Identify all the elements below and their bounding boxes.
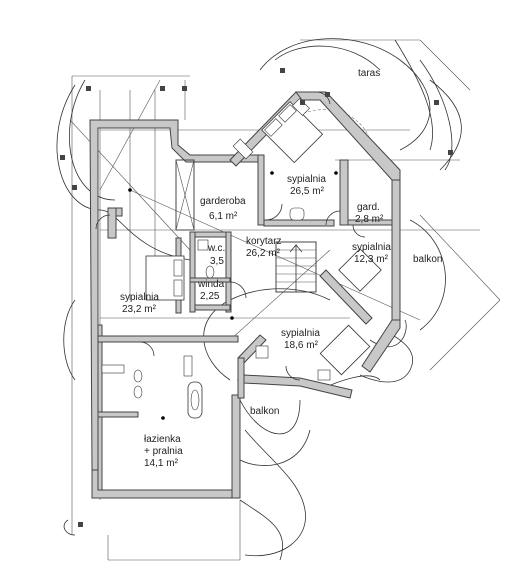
staircase [275, 241, 317, 293]
room-wc-name: w.c. [207, 243, 225, 254]
curves [56, 38, 462, 561]
room-sypialnia-right-name: sypialnia [352, 242, 391, 253]
room-lazienka-name2: + pralnia [144, 446, 183, 457]
room-gard-name: gard. [357, 202, 380, 213]
doors [95, 91, 366, 381]
room-sypialnia-mid-area: 18,6 m² [284, 340, 319, 351]
room-sypialnia-top-name: sypialnia [287, 174, 326, 185]
room-lazienka-area: 14,1 m² [144, 458, 179, 469]
room-garderoba-area: 6,1 m² [209, 211, 238, 222]
room-korytarz-area: 26,2 m² [246, 248, 281, 259]
room-gard-area: 2,8 m² [355, 214, 384, 225]
room-taras-label: taras [358, 68, 380, 79]
room-sypialnia-mid-name: sypialnia [281, 328, 320, 339]
room-sypialnia-left-name: sypialnia [120, 292, 159, 303]
room-garderoba-name: garderoba [200, 196, 246, 207]
room-balkon-right-label: balkon [413, 254, 442, 265]
room-sypialnia-right-area: 12,3 m² [354, 254, 389, 265]
room-wc-area: 3,5 [210, 256, 224, 267]
furniture [101, 98, 382, 419]
room-winda-name: winda [197, 279, 225, 290]
room-balkon-bottom-label: balkon [250, 406, 279, 417]
room-lazienka-name: łazienka [144, 434, 181, 445]
room-korytarz-name: korytarz [246, 236, 282, 247]
room-sypialnia-top-area: 26,5 m² [290, 186, 325, 197]
room-sypialnia-left-area: 23,2 m² [122, 304, 157, 315]
construction-lines [69, 39, 501, 561]
room-winda-area: 2,25 [200, 291, 220, 302]
markers [60, 68, 453, 527]
